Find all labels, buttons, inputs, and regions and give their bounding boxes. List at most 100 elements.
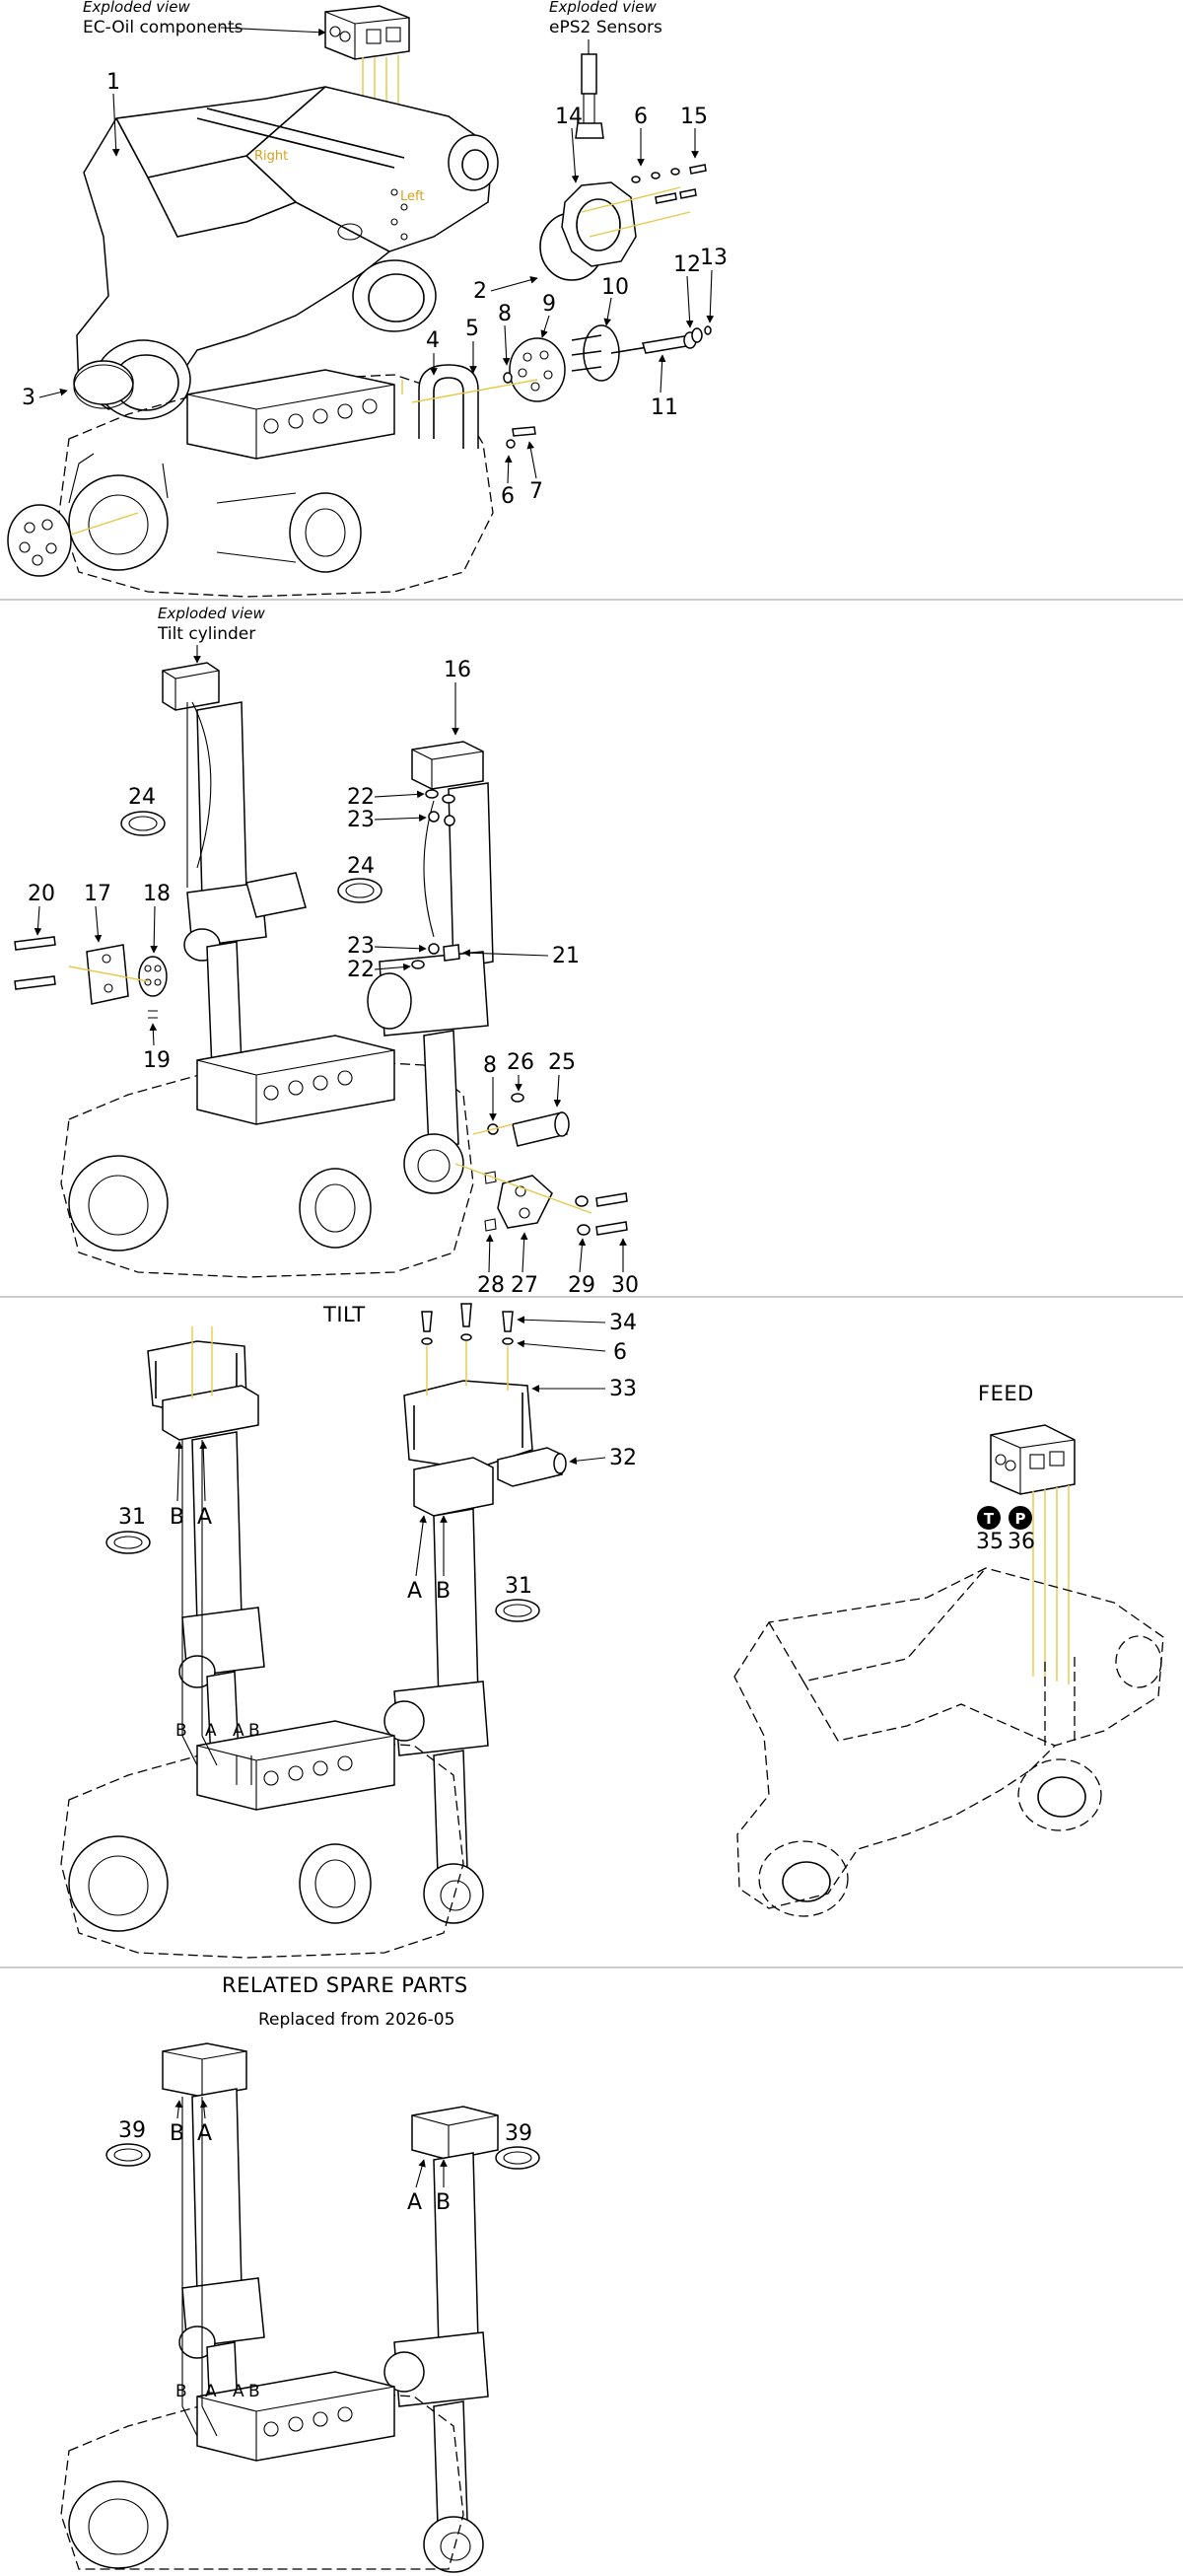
svg-text:T: T — [984, 1510, 995, 1528]
port-label-b-upper-left: B — [170, 1441, 184, 1530]
svg-text:9: 9 — [542, 292, 556, 317]
svg-text:6: 6 — [501, 484, 515, 509]
carrier-assembly-3 — [60, 1720, 464, 1959]
svg-text:2: 2 — [473, 279, 487, 304]
tilt-cylinder-guarded-right — [383, 1380, 533, 1924]
callout-13: 13 — [700, 246, 728, 323]
svg-text:21: 21 — [552, 944, 580, 968]
washer-24-right — [337, 878, 383, 903]
callout-33: 33 — [531, 1377, 637, 1401]
svg-text:8: 8 — [483, 1053, 497, 1078]
callout-39-right: 39 — [505, 2121, 532, 2146]
svg-text:B: B — [436, 2190, 451, 2215]
spare-port-a-valve: A — [233, 2382, 244, 2401]
callout-23-top: 23 — [347, 808, 427, 832]
guard-screws — [421, 1303, 514, 1345]
svg-text:30: 30 — [611, 1273, 639, 1298]
callout-15: 15 — [680, 105, 708, 159]
washer-31-right — [495, 1599, 540, 1622]
callout-9: 9 — [540, 292, 556, 338]
spare-cylinder-right — [383, 2106, 499, 2573]
callout-29: 29 — [568, 1238, 595, 1298]
callout-18: 18 — [143, 882, 171, 954]
frame-left-label: Left — [400, 189, 424, 204]
carrier-assembly-2 — [60, 1035, 474, 1278]
ec-oil-caption: Exploded view — [83, 0, 191, 16]
callout-12: 12 — [673, 252, 701, 328]
callout-27: 27 — [511, 1232, 538, 1298]
hose-fittings — [411, 789, 460, 969]
frame-right-label: Right — [254, 149, 288, 164]
callout-24-left: 24 — [128, 785, 156, 810]
svg-text:22: 22 — [347, 785, 375, 810]
svg-text:28: 28 — [477, 1273, 505, 1298]
callout-19: 19 — [143, 1023, 171, 1073]
spare-cylinder-left — [162, 2042, 265, 2437]
svg-text:20: 20 — [28, 882, 55, 906]
callout-4: 4 — [426, 328, 440, 376]
spare-port-b-left: B — [170, 2100, 184, 2146]
callout-6-top: 6 — [634, 105, 648, 167]
port-label-b-valve: B — [248, 1721, 260, 1741]
feed-frame-outline — [733, 1567, 1164, 1917]
svg-text:14: 14 — [555, 105, 583, 129]
callout-3: 3 — [22, 386, 68, 410]
svg-text:34: 34 — [609, 1311, 637, 1335]
svg-text:19: 19 — [143, 1048, 171, 1073]
callout-34: 34 — [517, 1311, 637, 1335]
bearing-ring-left — [73, 360, 134, 409]
sensor-piston — [571, 324, 691, 382]
svg-text:10: 10 — [601, 275, 629, 300]
svg-text:33: 33 — [609, 1377, 637, 1401]
callout-11: 11 — [651, 354, 678, 420]
port-label-a-upper-left: A — [197, 1441, 212, 1530]
u-clamp — [418, 364, 479, 449]
section-feed: FEED T P 35 36 — [733, 1382, 1164, 1917]
port-label-a-valve: A — [233, 1721, 244, 1741]
callout-7: 7 — [526, 441, 543, 504]
svg-text:27: 27 — [511, 1273, 538, 1298]
port-p-badge: P — [1009, 1506, 1032, 1530]
svg-text:39: 39 — [505, 2121, 532, 2146]
svg-text:A: A — [407, 1579, 422, 1604]
callout-36: 36 — [1008, 1530, 1035, 1554]
sensor-plug-left — [7, 504, 72, 577]
port-label-b-valve: B — [175, 1721, 187, 1741]
spare-port-a-left: A — [197, 2100, 212, 2146]
svg-text:31: 31 — [505, 1574, 532, 1599]
tilt-cylinder-title: Tilt cylinder — [157, 624, 255, 644]
callout-23-bottom: 23 — [347, 934, 427, 959]
svg-text:4: 4 — [426, 328, 440, 353]
callout-31-right: 31 — [505, 1574, 532, 1599]
callout-21: 21 — [462, 944, 580, 968]
svg-text:13: 13 — [700, 246, 728, 270]
svg-text:25: 25 — [548, 1050, 576, 1075]
mounting-bracket — [14, 936, 168, 1019]
callout-22-bottom: 22 — [347, 958, 411, 982]
callout-30: 30 — [611, 1238, 639, 1298]
svg-text:B: B — [170, 2121, 184, 2146]
callout-17: 17 — [84, 882, 111, 943]
callout-39-left: 39 — [118, 2118, 146, 2143]
svg-text:39: 39 — [118, 2118, 146, 2143]
spare-port-b-valve: B — [175, 2382, 187, 2401]
tilt-cylinder-caption: Exploded view — [158, 605, 266, 622]
port-t-badge: T — [977, 1506, 1001, 1530]
callout-14: 14 — [555, 105, 583, 183]
tilt-cylinder-right — [367, 741, 494, 1194]
callout-2: 2 — [473, 276, 538, 304]
replaced-from-note: Replaced from 2026-05 — [258, 2010, 454, 2030]
eps2-title: ePS2 Sensors — [549, 18, 662, 37]
svg-text:6: 6 — [613, 1340, 627, 1365]
svg-text:1: 1 — [106, 70, 120, 95]
related-spare-parts-title: RELATED SPARE PARTS — [222, 1973, 468, 1997]
spare-port-a-right: A — [407, 2159, 426, 2215]
tilt-title: TILT — [322, 1303, 366, 1326]
svg-text:31: 31 — [118, 1505, 146, 1530]
svg-text:23: 23 — [347, 934, 375, 959]
port-label-a-upper-right: A — [407, 1515, 427, 1604]
feed-valve-block — [990, 1424, 1076, 1495]
svg-text:22: 22 — [347, 958, 375, 982]
callout-8: 8 — [498, 302, 512, 366]
svg-text:8: 8 — [498, 302, 512, 326]
